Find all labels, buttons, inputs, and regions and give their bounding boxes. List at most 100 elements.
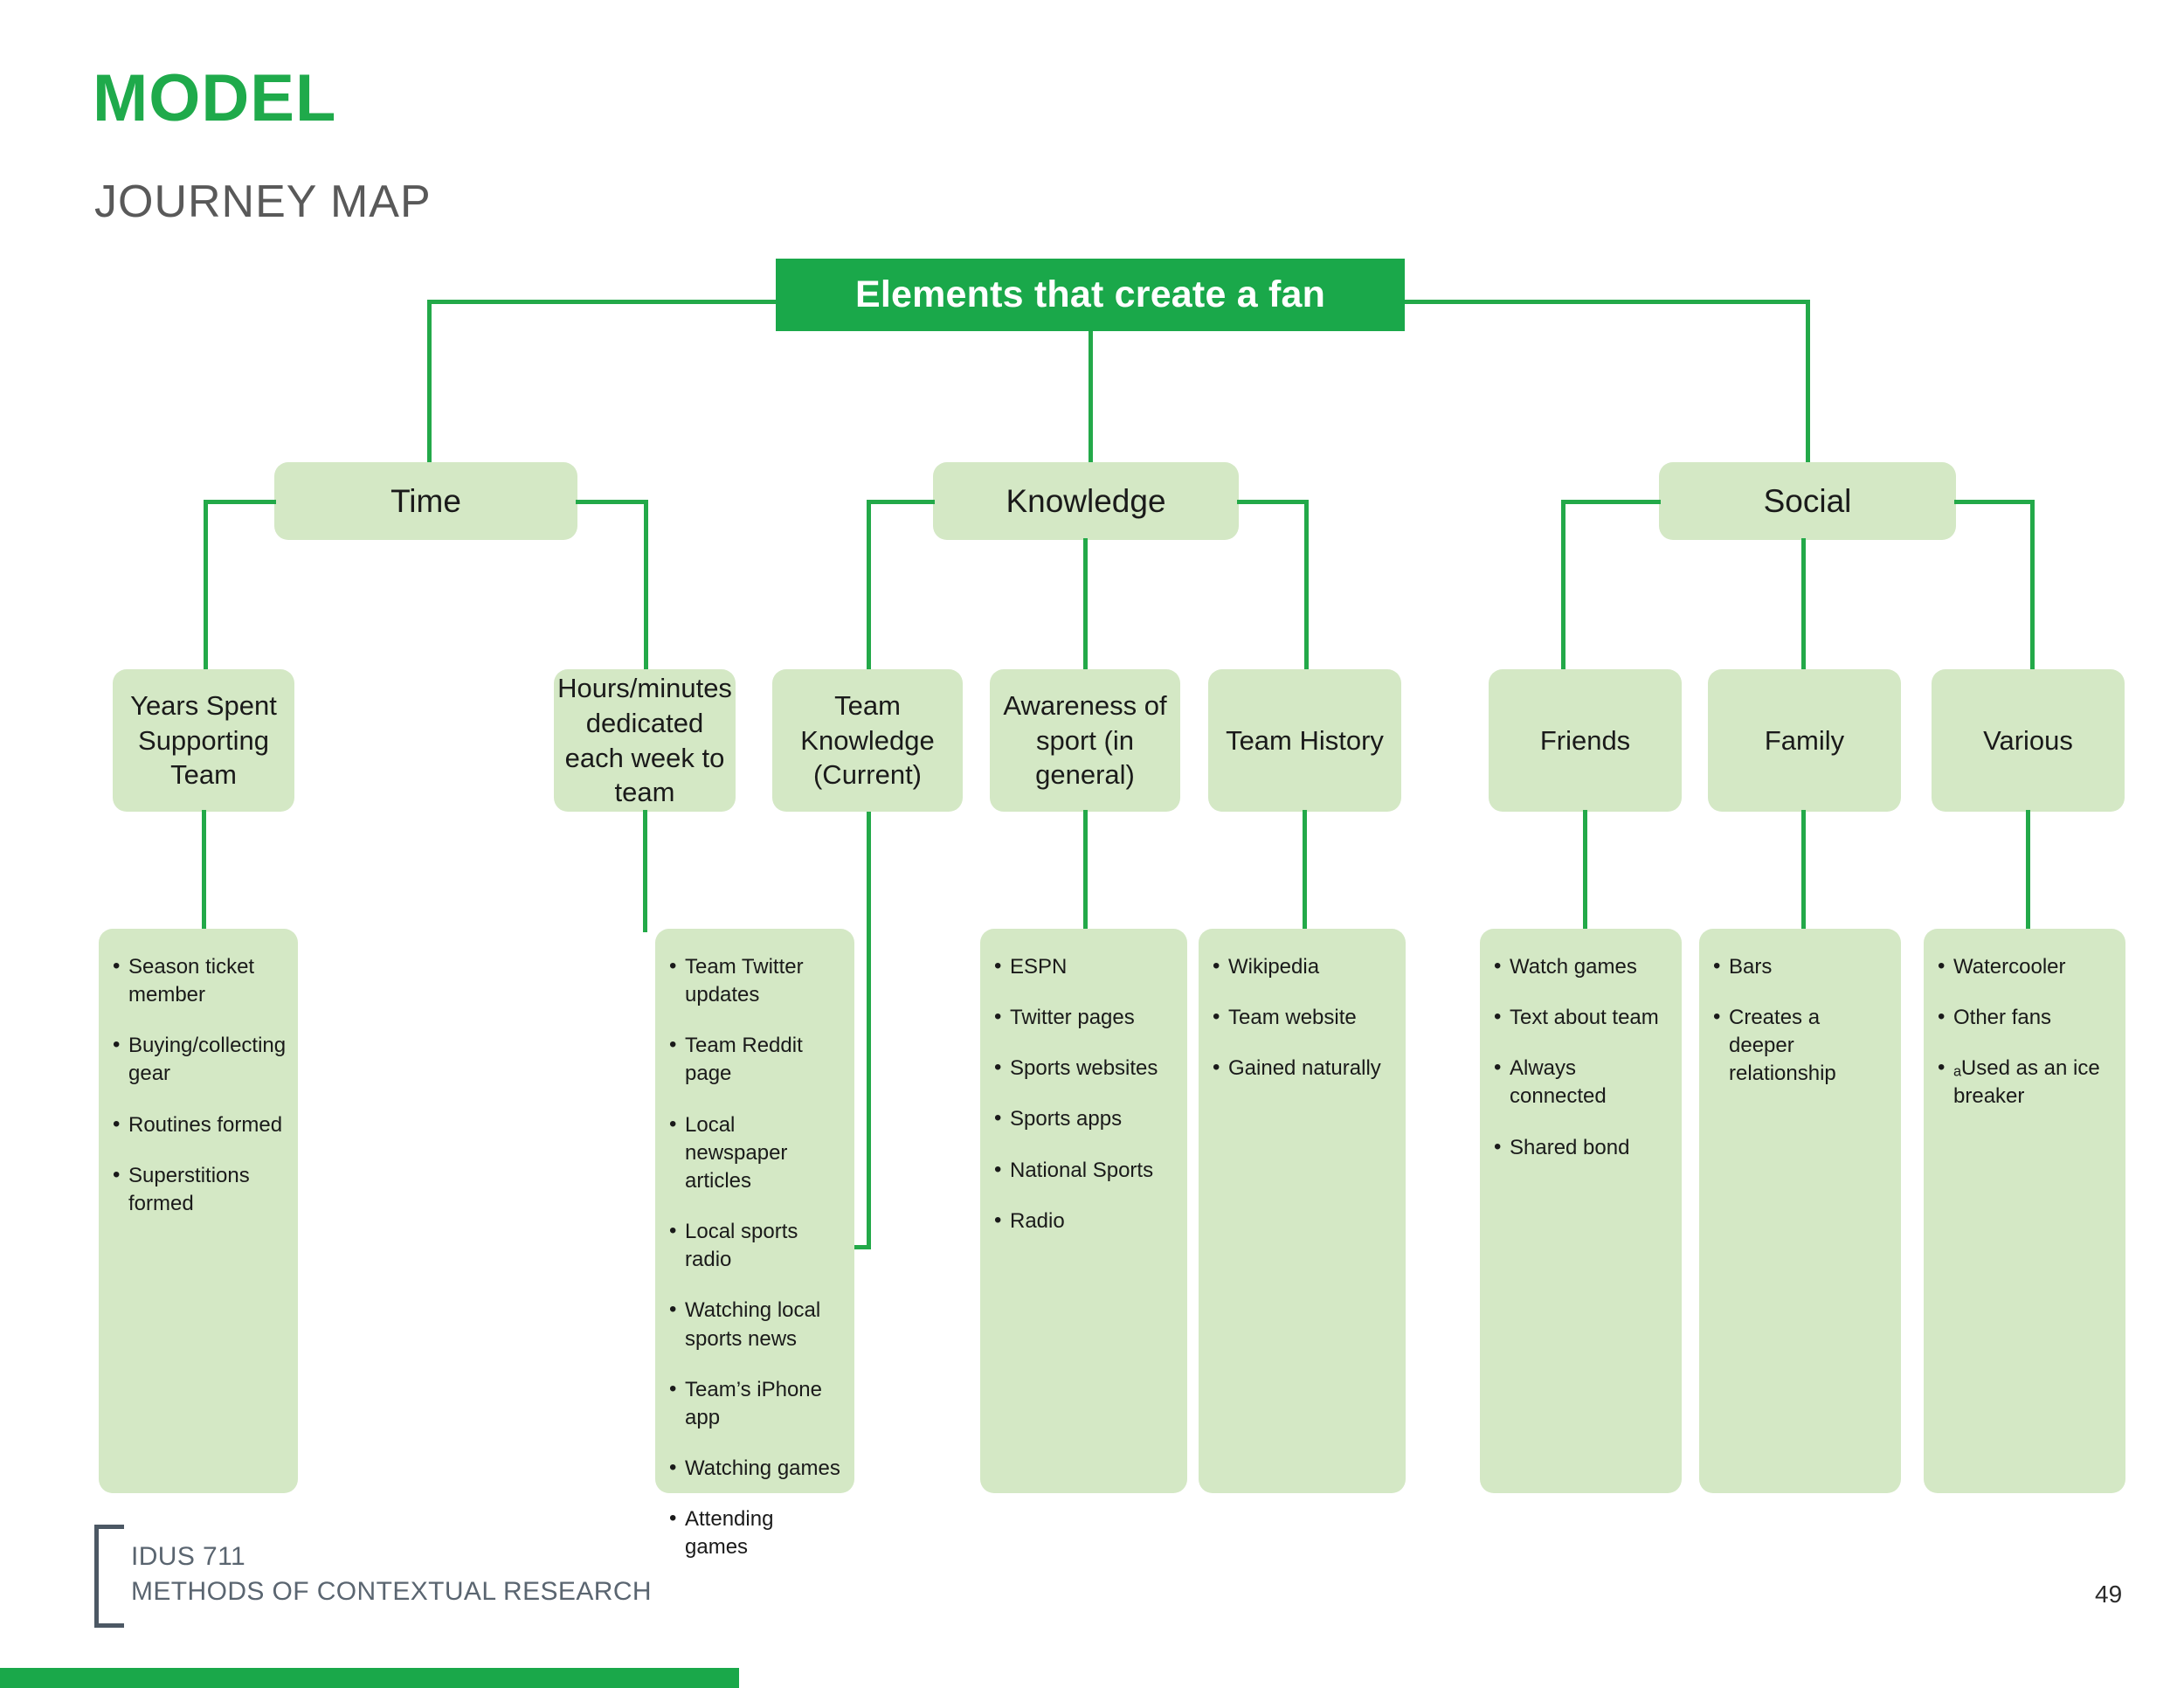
- list-item: Season ticket member: [113, 952, 284, 1009]
- list-item: Sports apps: [994, 1104, 1173, 1133]
- list-item: Superstitions formed: [113, 1161, 284, 1218]
- list-box-friends: Watch games Text about team Always conne…: [1480, 929, 1682, 1493]
- leaf-node-team-history[interactable]: Team History: [1208, 669, 1401, 812]
- connector-knowledge-mid-drop: [1083, 538, 1088, 671]
- list-item: Gained naturally: [1213, 1054, 1392, 1083]
- connector-root-right-drop: [1806, 300, 1810, 471]
- connector-hours-minutes-drop: [643, 810, 647, 932]
- list-item: Radio: [994, 1207, 1173, 1235]
- footer-text: IDUS 711 METHODS OF CONTEXTUAL RESEARCH: [131, 1539, 652, 1609]
- list-item: Text about team: [1494, 1003, 1668, 1032]
- list-hours-minutes: Team Twitter updates Team Reddit page Lo…: [669, 952, 840, 1562]
- list-box-various: Watercooler Other fans ₐUsed as an ice b…: [1924, 929, 2125, 1493]
- connector-knowledge-right-arm: [1237, 500, 1309, 504]
- list-item: Local sports radio: [669, 1217, 840, 1274]
- connector-root-left-drop: [427, 300, 432, 471]
- list-box-years-spent: Season ticket member Buying/collecting g…: [99, 929, 298, 1493]
- list-item: Local newspaper articles: [669, 1110, 840, 1195]
- list-item: Watch games: [1494, 952, 1668, 981]
- list-item: Team’s iPhone app: [669, 1375, 840, 1432]
- list-item: Team Reddit page: [669, 1031, 840, 1088]
- connector-friends-drop: [1583, 810, 1587, 932]
- leaf-node-years-spent-label: Years Spent Supporting Team: [130, 689, 277, 791]
- list-box-team-history: Wikipedia Team website Gained naturally: [1199, 929, 1406, 1493]
- leaf-node-friends-label: Friends: [1539, 724, 1631, 756]
- list-item: ESPN: [994, 952, 1173, 981]
- footer-course-code: IDUS 711: [131, 1542, 246, 1571]
- list-item: Routines formed: [113, 1110, 284, 1139]
- leaf-node-team-knowledge[interactable]: Team Knowledge (Current): [772, 669, 963, 812]
- list-item: Twitter pages: [994, 1003, 1173, 1032]
- bottom-accent-bar: [0, 1668, 739, 1688]
- leaf-node-awareness-sport-label: Awareness of sport (in general): [1003, 689, 1167, 791]
- connector-various-drop: [2026, 810, 2030, 932]
- list-item: Watercooler: [1938, 952, 2111, 981]
- leaf-node-hours-minutes[interactable]: Hours/minutes dedicated each week to tea…: [554, 669, 736, 812]
- page-number: 49: [2095, 1581, 2123, 1608]
- root-node-label: Elements that create a fan: [854, 273, 1326, 315]
- list-box-awareness-sport: ESPN Twitter pages Sports websites Sport…: [980, 929, 1187, 1493]
- connector-time-right-arm: [576, 500, 648, 504]
- list-item: Team website: [1213, 1003, 1392, 1032]
- list-box-hours-minutes: Team Twitter updates Team Reddit page Lo…: [655, 929, 854, 1559]
- list-team-history: Wikipedia Team website Gained naturally: [1213, 952, 1392, 1083]
- list-item: Buying/collecting gear: [113, 1031, 286, 1088]
- list-box-family: Bars Creates a deeper relationship: [1699, 929, 1901, 1493]
- connector-social-right-arm: [1954, 500, 2035, 504]
- page-title: MODEL: [93, 61, 337, 135]
- leaf-node-team-history-label: Team History: [1226, 724, 1384, 756]
- leaf-node-various-label: Various: [1983, 724, 2073, 756]
- list-item: Sports websites: [994, 1054, 1173, 1083]
- list-item: Watching games: [669, 1454, 840, 1483]
- branch-node-social-label: Social: [1763, 482, 1852, 519]
- list-item: Watching local sports news: [669, 1296, 840, 1352]
- connector-root-right-arm: [1405, 300, 1810, 304]
- list-item: National Sports: [994, 1156, 1173, 1185]
- leaf-node-awareness-sport[interactable]: Awareness of sport (in general): [990, 669, 1180, 812]
- page-subtitle: JOURNEY MAP: [94, 176, 432, 227]
- list-item: ₐUsed as an ice breaker: [1938, 1054, 2111, 1110]
- list-item: Wikipedia: [1213, 952, 1392, 981]
- branch-node-knowledge[interactable]: Knowledge: [933, 462, 1239, 540]
- leaf-node-various[interactable]: Various: [1932, 669, 2125, 812]
- leaf-node-family-label: Family: [1764, 724, 1845, 756]
- connector-family-drop: [1801, 810, 1806, 932]
- connector-social-left-drop: [1561, 500, 1565, 669]
- list-item: Attending games: [669, 1505, 840, 1561]
- connector-knowledge-left-drop: [867, 500, 871, 1249]
- list-awareness-sport: ESPN Twitter pages Sports websites Sport…: [994, 952, 1173, 1235]
- connector-social-right-drop: [2030, 500, 2035, 669]
- list-item: Team Twitter updates: [669, 952, 840, 1009]
- connector-awareness-drop: [1083, 810, 1088, 932]
- list-item: Other fans: [1938, 1003, 2111, 1032]
- footer-course-name: METHODS OF CONTEXTUAL RESEARCH: [131, 1577, 652, 1607]
- leaf-node-family[interactable]: Family: [1708, 669, 1901, 812]
- connector-time-left-drop: [204, 500, 208, 669]
- branch-node-time[interactable]: Time: [274, 462, 577, 540]
- leaf-node-hours-minutes-label: Hours/minutes dedicated each week to tea…: [557, 673, 732, 808]
- list-item: Always connected: [1494, 1054, 1668, 1110]
- list-item: Creates a deeper relationship: [1713, 1003, 1887, 1088]
- connector-social-mid-drop: [1801, 538, 1806, 671]
- connector-team-history-drop: [1303, 810, 1307, 932]
- connector-root-left-arm: [427, 300, 777, 304]
- leaf-node-years-spent[interactable]: Years Spent Supporting Team: [113, 669, 294, 812]
- list-item: Shared bond: [1494, 1133, 1668, 1162]
- connector-knowledge-left-arm: [867, 500, 935, 504]
- connector-root-stem: [1089, 331, 1093, 471]
- root-node[interactable]: Elements that create a fan: [776, 259, 1405, 331]
- list-family: Bars Creates a deeper relationship: [1713, 952, 1887, 1089]
- branch-node-time-label: Time: [390, 482, 461, 519]
- list-various: Watercooler Other fans ₐUsed as an ice b…: [1938, 952, 2111, 1111]
- leaf-node-team-knowledge-label: Team Knowledge (Current): [800, 689, 935, 791]
- branch-node-social[interactable]: Social: [1659, 462, 1956, 540]
- list-item: Bars: [1713, 952, 1887, 981]
- list-years-spent: Season ticket member Buying/collecting g…: [113, 952, 286, 1218]
- connector-years-spent-drop: [202, 810, 206, 932]
- connector-knowledge-right-drop: [1304, 500, 1309, 669]
- connector-social-left-arm: [1561, 500, 1661, 504]
- leaf-node-friends[interactable]: Friends: [1489, 669, 1682, 812]
- footer-bracket-icon: [94, 1525, 124, 1628]
- list-friends: Watch games Text about team Always conne…: [1494, 952, 1668, 1162]
